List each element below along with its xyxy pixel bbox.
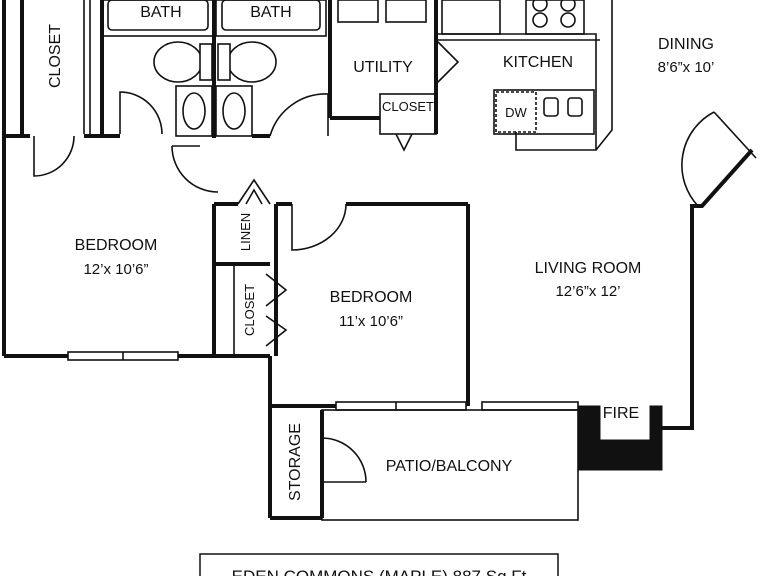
closet-mid-label: CLOSET xyxy=(242,284,257,336)
dishwasher-label: DW xyxy=(505,105,527,120)
linen-label: LINEN xyxy=(238,213,253,251)
title-box xyxy=(199,553,559,576)
windows xyxy=(67,351,579,411)
closet-left-label: CLOSET xyxy=(47,24,64,88)
utility-area xyxy=(330,0,460,152)
living-room-label: LIVING ROOM xyxy=(535,260,642,277)
closet-utility-label: CLOSET xyxy=(382,99,434,114)
dining-dimensions: 8’6”x 10’ xyxy=(658,59,715,76)
plan-title: EDEN COMMONS (MAPLE) 887 Sq Ft xyxy=(232,567,527,576)
closet-left xyxy=(4,0,91,177)
bedroom2-dimensions: 11’x 10’6” xyxy=(339,313,403,330)
patio-label: PATIO/BALCONY xyxy=(386,458,513,475)
storage-label: STORAGE xyxy=(287,423,304,501)
bedroom2-label: BEDROOM xyxy=(330,289,413,306)
bedroom1-dimensions: 12’x 10’6” xyxy=(83,261,148,278)
bedroom1-door xyxy=(171,145,219,193)
living-room-dimensions: 12’6”x 12’ xyxy=(555,283,620,300)
kitchen-area xyxy=(436,0,613,151)
bath-area xyxy=(84,0,332,138)
bath-left-label: BATH xyxy=(140,4,181,21)
bath-right-label: BATH xyxy=(250,4,291,21)
fireplace-label: FIRE xyxy=(603,405,639,422)
bedroom2-walls xyxy=(270,202,470,408)
bedroom1-label: BEDROOM xyxy=(75,237,158,254)
utility-label: UTILITY xyxy=(353,59,413,76)
dining-door xyxy=(681,111,715,207)
fireplace xyxy=(577,405,663,471)
kitchen-label: KITCHEN xyxy=(503,54,573,71)
linen-closet xyxy=(212,178,288,356)
dining-label: DINING xyxy=(658,36,714,53)
